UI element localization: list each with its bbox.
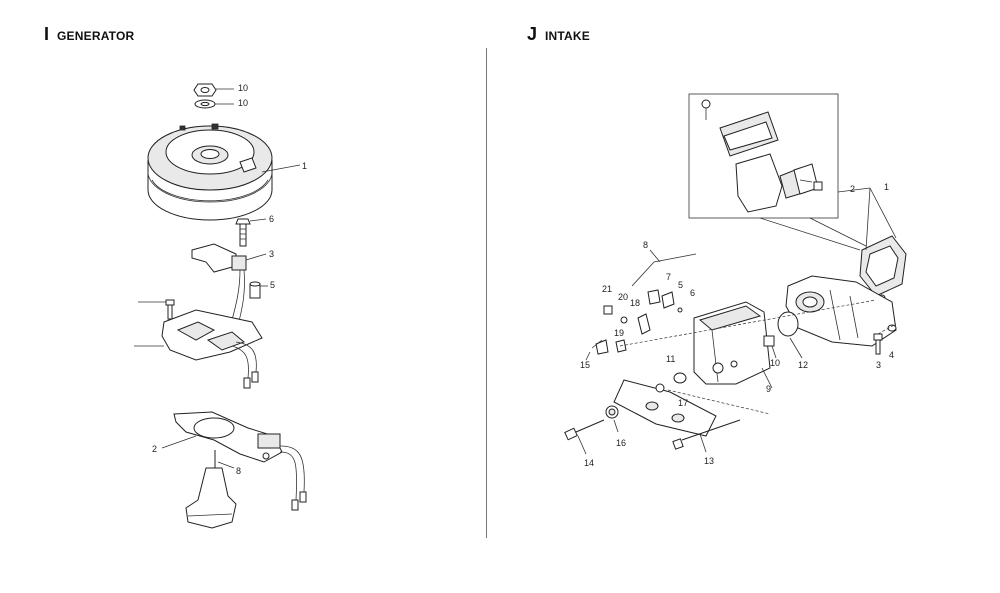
steering-handle-part — [185, 467, 237, 529]
long-screw-part — [672, 419, 741, 450]
generator-diagram: 10 10 1 6 3 5 2 8 — [134, 83, 307, 529]
callout-8: 8 — [236, 466, 241, 476]
callout-9: 10 — [238, 83, 248, 93]
drain-screw-part — [564, 419, 605, 441]
callout-10: 10 — [238, 98, 248, 108]
reed-valve-part — [859, 235, 907, 302]
generator-letter: I — [44, 24, 50, 44]
callout-15: 15 — [580, 360, 590, 370]
crankcase-part — [785, 275, 897, 347]
callout-6: 6 — [269, 214, 274, 224]
callout-2: 2 — [152, 444, 157, 454]
generator-title: GENERATOR — [57, 29, 135, 43]
gasket-part — [777, 311, 799, 337]
section-divider — [486, 48, 487, 538]
intake-letter: J — [527, 24, 538, 44]
flywheel-part — [147, 123, 273, 221]
callout-9: 9 — [766, 384, 771, 394]
intake-title: INTAKE — [545, 29, 590, 43]
callout-4: 4 — [889, 350, 894, 360]
nut-part — [193, 83, 217, 97]
callout-7: 7 — [666, 272, 671, 282]
hose-part — [591, 339, 603, 349]
callout-12: 12 — [798, 360, 808, 370]
silencer-bracket-part — [613, 379, 717, 437]
collar-part — [249, 281, 261, 299]
callout-1: 1 — [302, 161, 307, 171]
callout-2: 2 — [850, 184, 855, 194]
intake-heading: J INTAKE — [527, 24, 590, 45]
callout-11: 11 — [666, 354, 675, 364]
callout-8: 8 — [643, 240, 648, 250]
cap-part — [673, 372, 687, 384]
callout-1: 1 — [884, 182, 889, 192]
callout-14: 14 — [584, 458, 594, 468]
callout-3: 3 — [269, 249, 274, 259]
callout-19: 19 — [614, 328, 624, 338]
stator-plate-part — [161, 309, 263, 389]
intake-diagram: 1 2 3 4 5 6 7 8 9 10 11 12 13 14 15 16 1… — [564, 93, 907, 468]
callout-16: 16 — [616, 438, 626, 448]
callout-17: 17 — [678, 398, 688, 408]
callout-18: 18 — [630, 298, 640, 308]
mount-bolt-part — [873, 333, 883, 355]
callout-5: 5 — [678, 280, 683, 290]
throttle-lever-part — [595, 289, 683, 355]
callout-6: 6 — [690, 288, 695, 298]
callout-13: 13 — [704, 456, 714, 466]
carburetor-part — [693, 301, 771, 385]
screw-part — [165, 299, 175, 320]
generator-heading: I GENERATOR — [44, 24, 134, 45]
magneto-base-part — [173, 411, 307, 511]
link-rod-part — [631, 253, 697, 287]
fitting-part — [763, 335, 775, 347]
callout-10: 10 — [770, 358, 780, 368]
bolt-part — [235, 218, 251, 247]
choke-knob-part — [605, 405, 619, 419]
callout-3: 3 — [876, 360, 881, 370]
mount-washer-part — [887, 324, 897, 332]
washer-part — [194, 99, 216, 109]
callout-20: 20 — [618, 292, 628, 302]
pulser-coil-part — [191, 243, 247, 326]
callout-5: 5 — [270, 280, 275, 290]
reed-valve-detail-box — [688, 93, 839, 219]
callout-21: 21 — [602, 284, 612, 294]
